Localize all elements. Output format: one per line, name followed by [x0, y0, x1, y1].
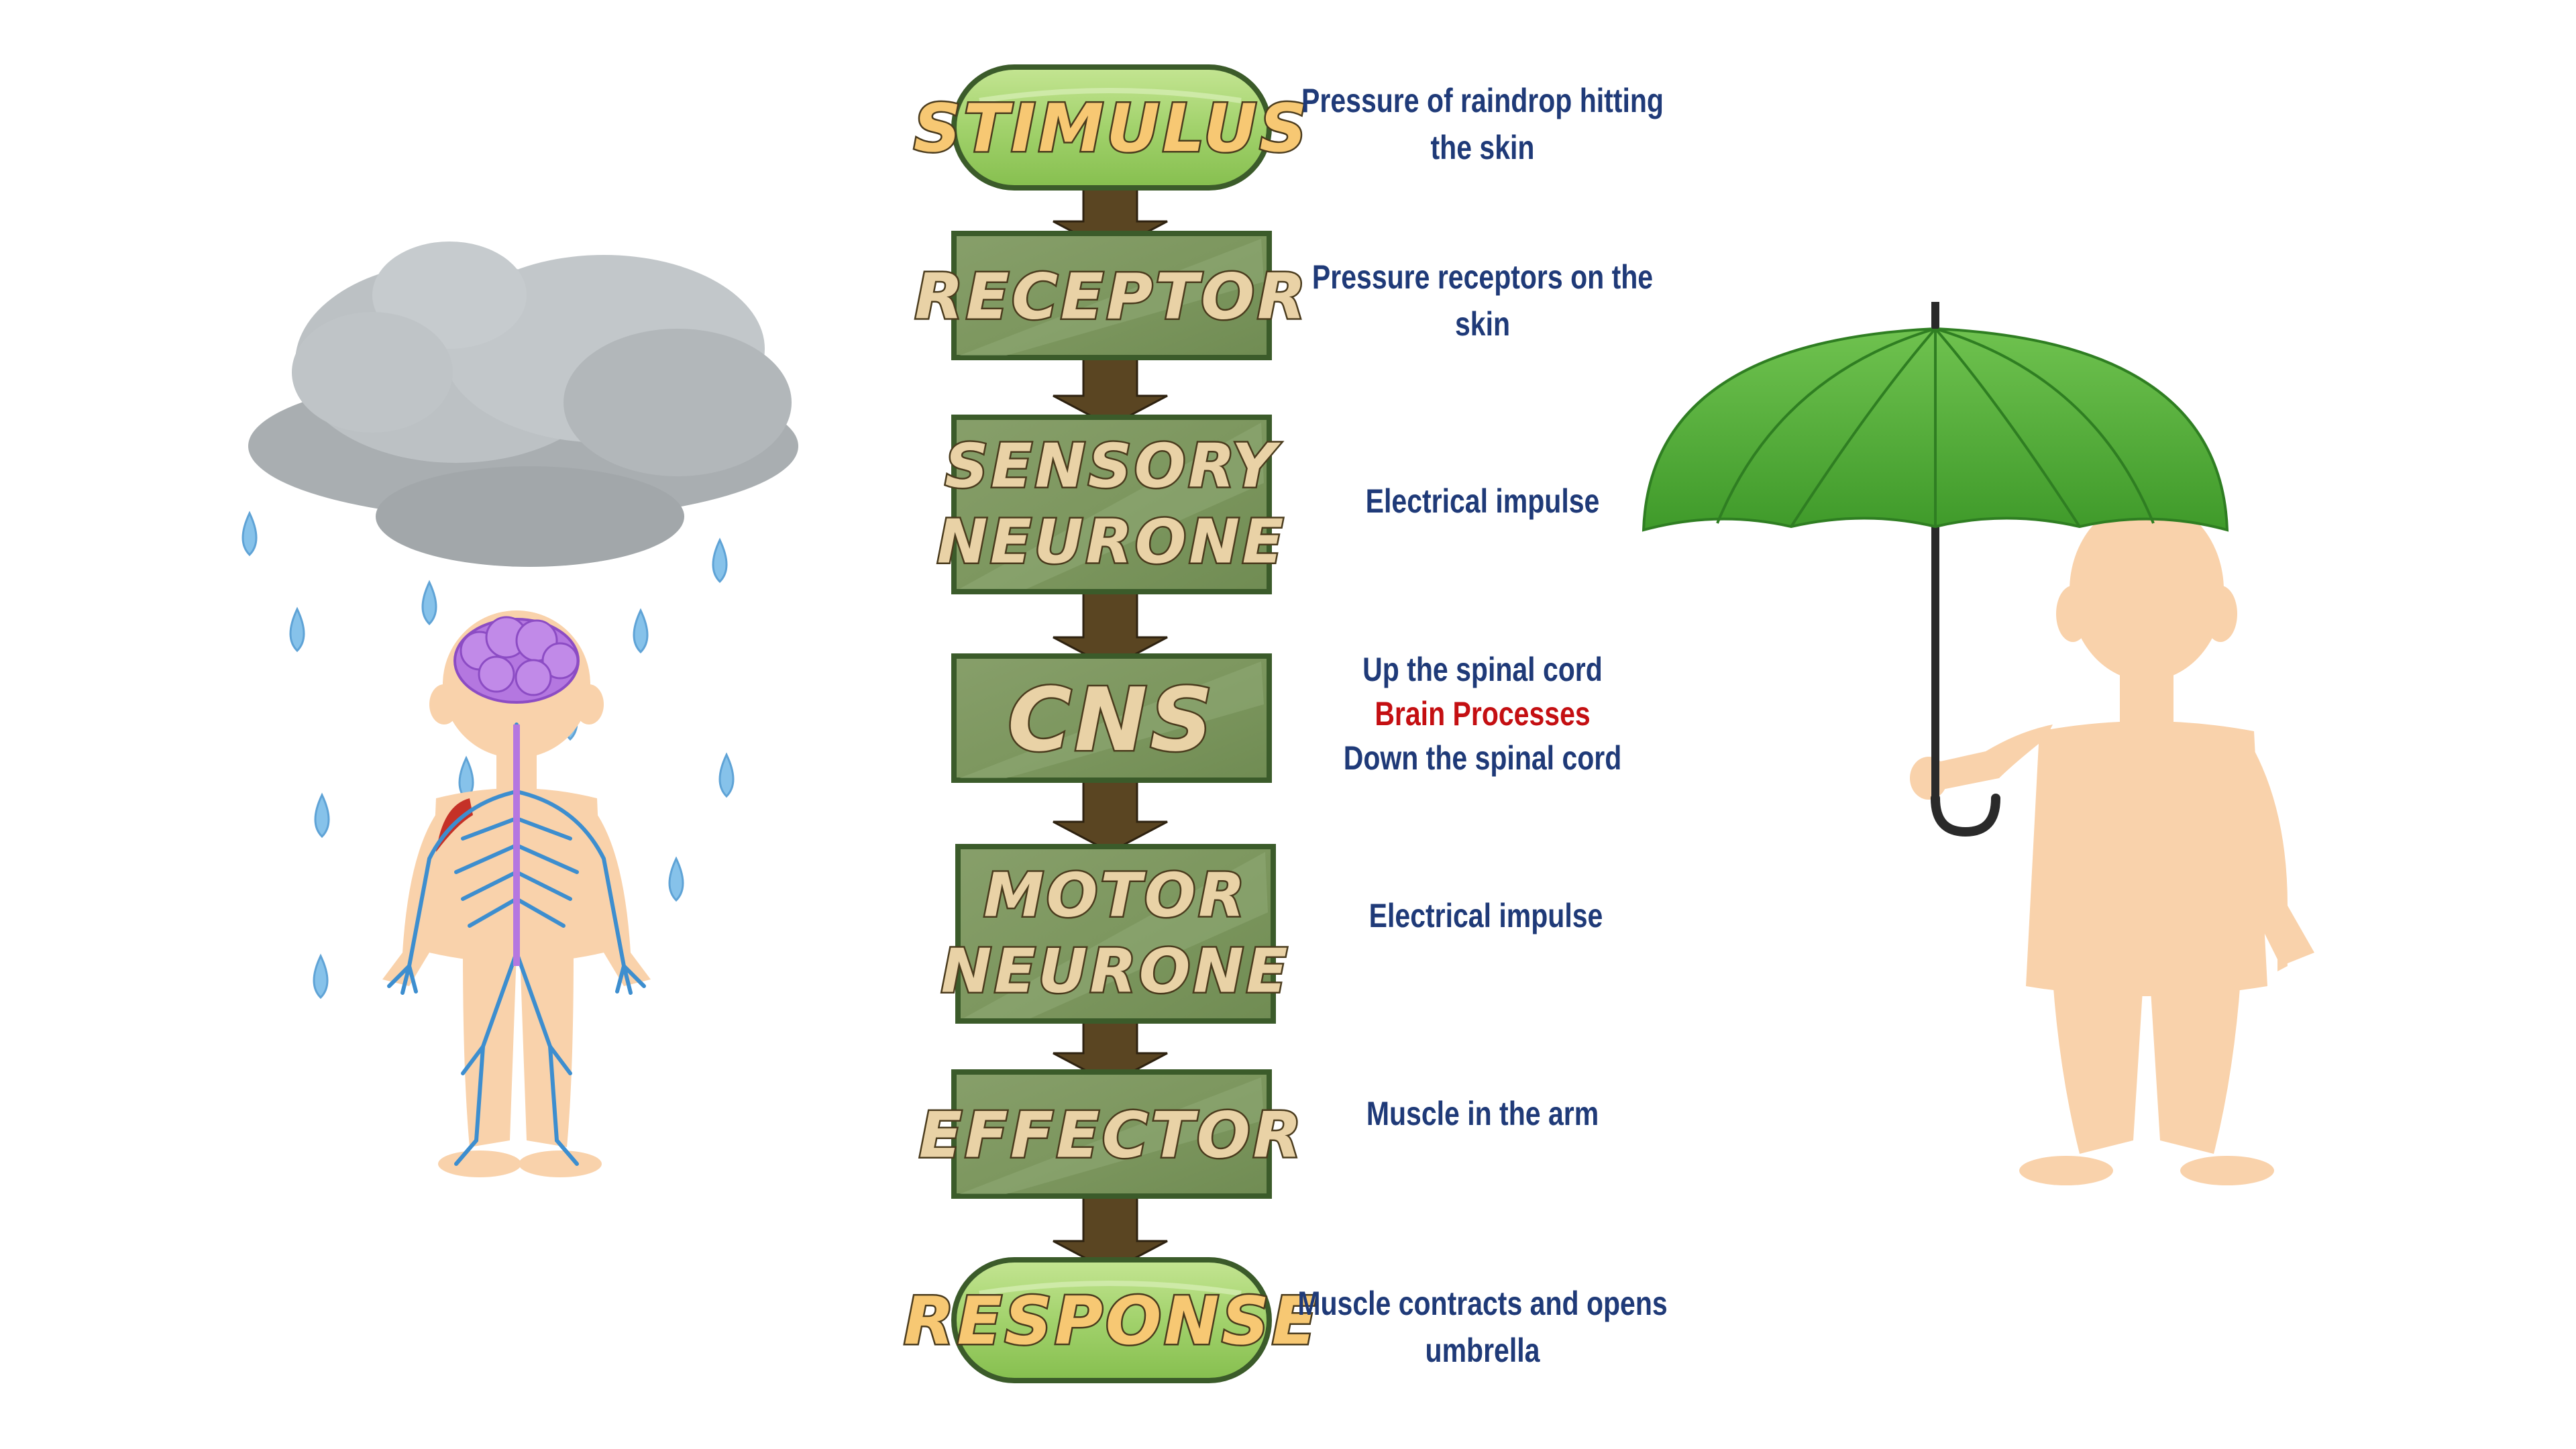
stage-cns-label: CNS [1008, 669, 1216, 771]
raindrop-icon [241, 511, 258, 557]
stage-effector-label: EFFECTOR [919, 1099, 1304, 1173]
stage-stimulus: STIMULUS [912, 64, 1309, 191]
desc-motor-line-1: Electrical impulse [1368, 897, 1603, 934]
desc-effector: Muscle in the arm [1366, 1090, 1599, 1137]
desc-receptor-line-2: skin [1454, 305, 1511, 343]
stage-cns: CNS [951, 653, 1272, 783]
stage-response-label: RESPONSE [904, 1283, 1320, 1360]
raindrop-icon [718, 752, 735, 798]
arrow-down-icon [1053, 589, 1168, 669]
stage-stimulus-label: STIMULUS [914, 91, 1309, 167]
desc-stimulus: Pressure of raindrop hitting the skin [1301, 77, 1664, 171]
desc-receptor-line-1: Pressure receptors on the [1311, 258, 1654, 296]
brain-icon [453, 616, 580, 704]
stage-sensory-label-2: NEURONE [937, 507, 1287, 578]
stage-receptor-label: RECEPTOR [914, 261, 1308, 334]
desc-cns-line-2: Brain Processes [1375, 695, 1591, 733]
person-icon [1910, 500, 2314, 1185]
stage-motor-neurone: MOTOR NEURONE [939, 844, 1291, 1024]
desc-stimulus-line-2: the skin [1430, 129, 1535, 166]
desc-motor: Electrical impulse [1369, 892, 1603, 939]
desc-sensory-line-1: Electrical impulse [1365, 482, 1600, 520]
desc-response-line-1: Muscle contracts and opens [1297, 1285, 1668, 1322]
desc-stimulus-line-1: Pressure of raindrop hitting [1301, 82, 1664, 119]
desc-cns-line-3: Down the spinal cord [1343, 739, 1622, 777]
arrow-down-icon [1053, 773, 1168, 853]
desc-receptor: Pressure receptors on the skin [1312, 254, 1653, 347]
arrow-down-icon [1053, 1193, 1168, 1273]
stage-receptor: RECEPTOR [913, 231, 1308, 360]
desc-response-line-2: umbrella [1425, 1332, 1540, 1369]
stage-response: RESPONSE [902, 1257, 1320, 1383]
desc-effector-line-1: Muscle in the arm [1366, 1095, 1599, 1132]
raindrop-icon [313, 953, 329, 1000]
desc-cns: Up the spinal cord Brain Processes Down … [1344, 647, 1622, 780]
raindrop-icon [289, 606, 305, 653]
raindrop-icon [421, 580, 437, 626]
stage-effector: EFFECTOR [917, 1069, 1304, 1199]
raindrops [241, 511, 735, 1000]
rain-cloud-icon [248, 241, 798, 567]
raindrop-icon [712, 537, 728, 584]
stage-sensory-neurone: SENSORY NEURONE [935, 415, 1287, 594]
desc-response: Muscle contracts and opens umbrella [1297, 1280, 1667, 1374]
stage-sensory-label-1: SENSORY [945, 431, 1281, 502]
stage-motor-label-2: NEURONE [941, 936, 1291, 1007]
desc-cns-line-1: Up the spinal cord [1362, 651, 1603, 688]
umbrella-icon [1642, 302, 2229, 837]
arrow-down-icon [1053, 347, 1168, 427]
raindrop-icon [668, 856, 684, 902]
raindrop-icon [633, 608, 649, 654]
raindrop-icon [314, 792, 330, 839]
stage-motor-label-1: MOTOR [983, 861, 1247, 931]
desc-sensory: Electrical impulse [1366, 478, 1600, 525]
